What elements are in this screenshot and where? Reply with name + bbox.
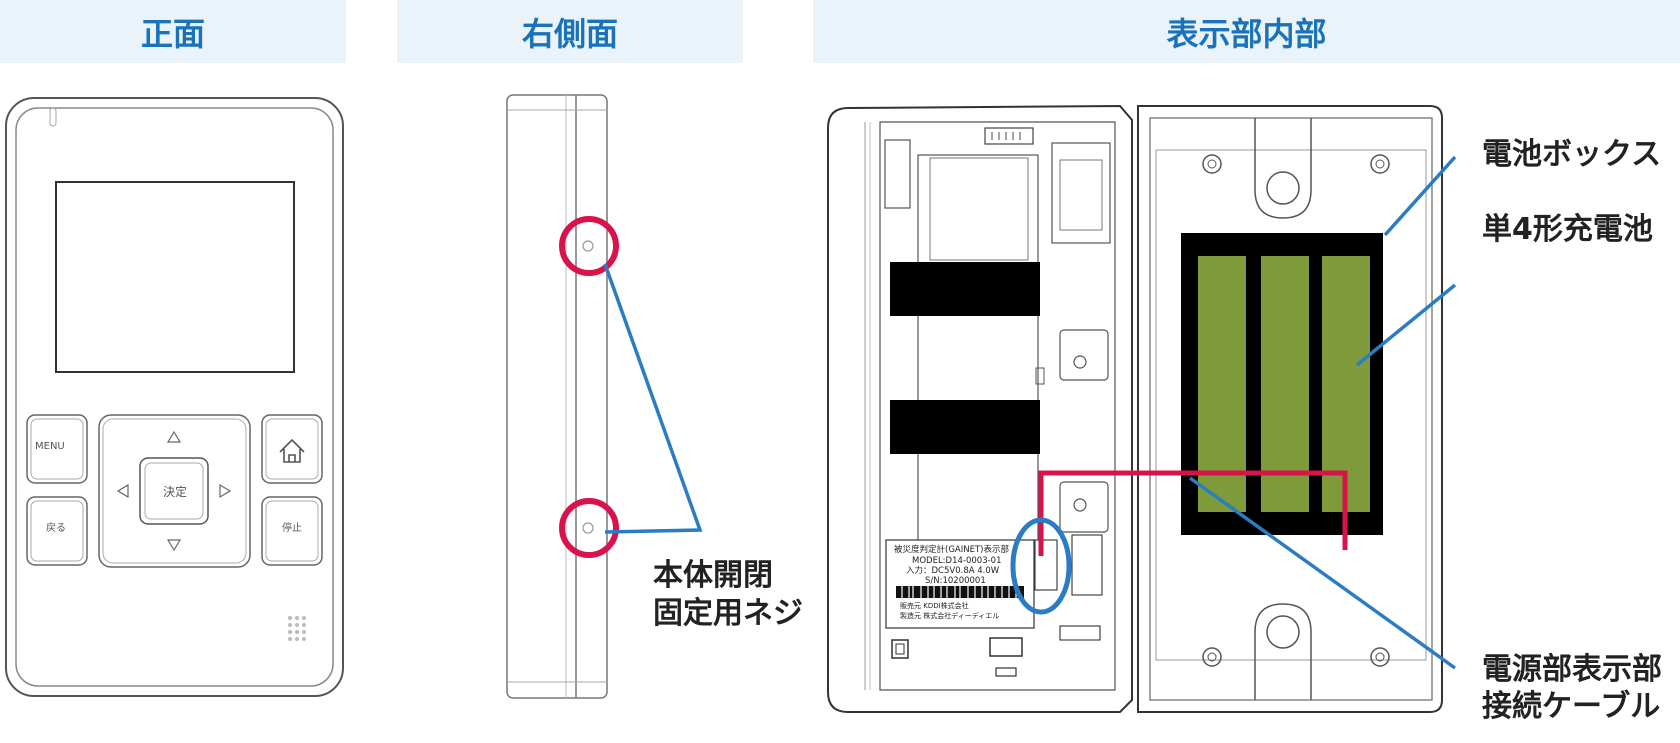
screw-label-line1: 本体開閉 (653, 558, 773, 593)
nameplate-line6: 製造元 株式会社ディーディエル (900, 612, 1000, 620)
front-view-drawing (5, 97, 344, 697)
tape-strip-lower (890, 400, 1040, 454)
nameplate-line5: 販売元 KDDI株式会社 (900, 602, 969, 610)
battery-3 (1322, 256, 1370, 512)
nameplate-line2: MODEL:D14-0003-01 (912, 556, 1002, 566)
header-right-side: 右側面 (397, 0, 743, 63)
interior-view-drawing (827, 104, 1457, 713)
screw-highlight-upper (559, 216, 619, 276)
ok-button-label: 決定 (163, 485, 188, 499)
battery-1 (1198, 256, 1246, 512)
connector-highlight (1010, 517, 1072, 615)
header-front: 正面 (0, 0, 346, 63)
screw-label-line2: 固定用ネジ (653, 596, 803, 631)
nameplate (885, 539, 1035, 629)
home-icon (279, 438, 305, 463)
ok-button (139, 457, 209, 525)
menu-button-label: MENU (35, 441, 65, 452)
pointer-cable (1188, 476, 1457, 670)
side-view-drawing (506, 94, 703, 699)
home-button (261, 414, 323, 484)
cable-highlight (1038, 470, 1348, 556)
label-cable-line1: 電源部表示部 (1482, 652, 1662, 687)
tape-strip-upper (890, 262, 1040, 316)
speaker-grille (288, 616, 306, 641)
battery-2 (1261, 256, 1309, 512)
nameplate-line3: 入力：DC5V0.8A 4.0W (906, 566, 1000, 576)
screw-upper (582, 240, 594, 252)
menu-button (26, 414, 88, 484)
screw-pointer (603, 263, 703, 534)
label-cable-line2: 接続ケーブル (1482, 689, 1661, 724)
stop-button (261, 496, 323, 566)
stop-button-label: 停止 (282, 523, 302, 534)
screw-highlight-lower (559, 498, 619, 558)
back-button (26, 496, 88, 566)
dpad (98, 414, 251, 568)
screen (55, 181, 295, 373)
label-battery-box: 電池ボックス (1482, 137, 1662, 172)
pointer-battery-box (1383, 155, 1457, 237)
screw-lower (582, 522, 594, 534)
label-battery: 単4形充電池 (1482, 212, 1653, 247)
back-button-label: 戻る (46, 523, 66, 534)
pointer-battery (1355, 283, 1457, 367)
header-interior: 表示部内部 (813, 0, 1680, 63)
nameplate-line4: S/N:10200001 (925, 576, 986, 586)
nameplate-line1: 被災度判定計(GAINET)表示部 (894, 545, 1009, 555)
